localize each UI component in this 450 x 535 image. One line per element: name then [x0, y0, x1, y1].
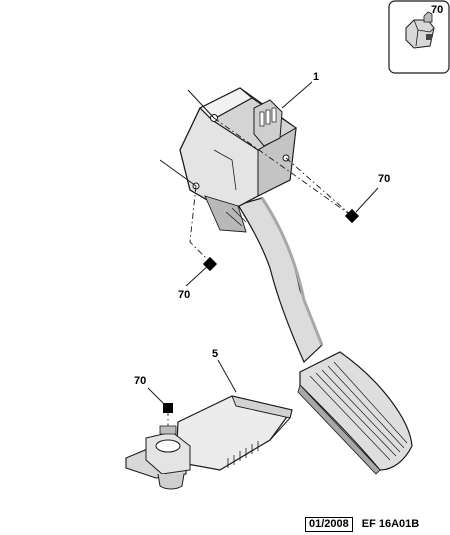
callout-5: 5 — [212, 348, 218, 360]
pedal-arm — [237, 197, 323, 364]
callout-70-bracket: 70 — [134, 375, 146, 387]
assembly-leaders — [167, 117, 353, 450]
pedal-pad — [297, 351, 413, 475]
callout-70-inset: 70 — [431, 4, 443, 16]
electrical-connector — [253, 99, 283, 147]
nut-marker-right — [344, 208, 360, 224]
diagram-code: EF 16A01B — [361, 517, 420, 530]
pedal-sensor-housing — [179, 87, 297, 233]
callout-1: 1 — [313, 71, 319, 83]
callout-70-right: 70 — [378, 173, 390, 185]
callout-leaders — [147, 81, 379, 405]
nut-marker-bracket — [163, 403, 173, 413]
diagram-reference-footer: 01/2008 EF 16A01B — [305, 516, 419, 532]
pedal-mounting-bracket — [125, 395, 294, 490]
accelerator-pedal-assembly — [159, 87, 413, 475]
diagram-date: 01/2008 — [305, 516, 353, 532]
callout-70-left: 70 — [178, 289, 190, 301]
nut-inset: 70 — [388, 0, 450, 74]
nut-icon — [405, 11, 435, 49]
